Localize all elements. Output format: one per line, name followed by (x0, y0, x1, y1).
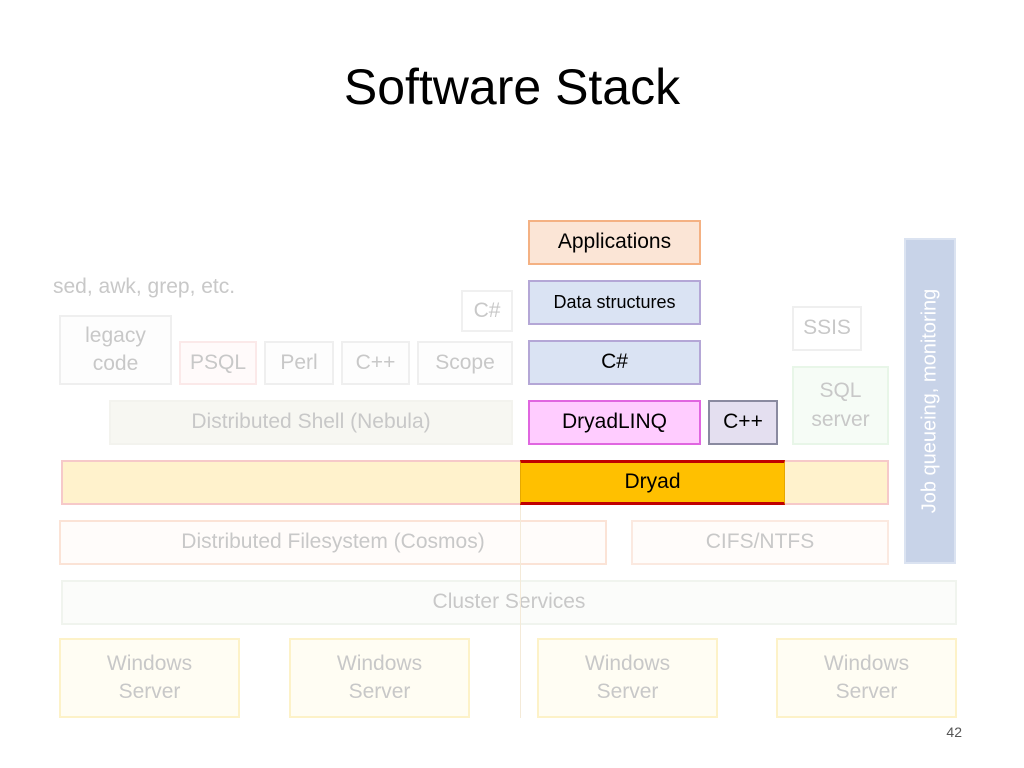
cpp-small-box: C++ (341, 341, 410, 385)
job-queueing-bar: Job queueing, monitoring (904, 238, 956, 564)
dryadlinq-box: DryadLINQ (528, 400, 701, 445)
vertical-guide-line (520, 505, 521, 718)
sql-server-box: SQL server (792, 366, 889, 445)
cpp-box: C++ (708, 400, 778, 445)
csharp-small-box: C# (461, 290, 513, 332)
windows-server-box-2: Windows Server (289, 638, 470, 718)
csharp-box: C# (528, 340, 701, 385)
ssis-box: SSIS (792, 306, 862, 351)
windows-server-box-1: Windows Server (59, 638, 240, 718)
legacy-code-box: legacy code (59, 315, 172, 385)
page-number: 42 (946, 724, 962, 740)
windows-server-label-4: Windows Server (823, 651, 910, 703)
psql-box: PSQL (179, 341, 257, 385)
job-queueing-label: Job queueing, monitoring (918, 288, 941, 514)
windows-server-label-3: Windows Server (584, 651, 671, 703)
windows-server-label-1: Windows Server (106, 651, 193, 703)
legacy-code-label: legacy code (85, 323, 146, 375)
perl-box: Perl (264, 341, 334, 385)
sql-server-label: SQL server (811, 379, 870, 431)
dryad-box: Dryad (520, 460, 785, 505)
left-note: sed, awk, grep, etc. (53, 275, 236, 298)
nebula-box: Distributed Shell (Nebula) (109, 400, 513, 445)
cluster-services-box: Cluster Services (61, 580, 957, 625)
windows-server-label-2: Windows Server (336, 651, 423, 703)
data-structures-box: Data structures (528, 280, 701, 325)
page-title: Software Stack (343, 59, 681, 115)
scope-box: Scope (417, 341, 513, 385)
windows-server-box-4: Windows Server (776, 638, 957, 718)
cosmos-box: Distributed Filesystem (Cosmos) (59, 520, 607, 565)
applications-box: Applications (528, 220, 701, 265)
windows-server-box-3: Windows Server (537, 638, 718, 718)
cifs-box: CIFS/NTFS (631, 520, 889, 565)
